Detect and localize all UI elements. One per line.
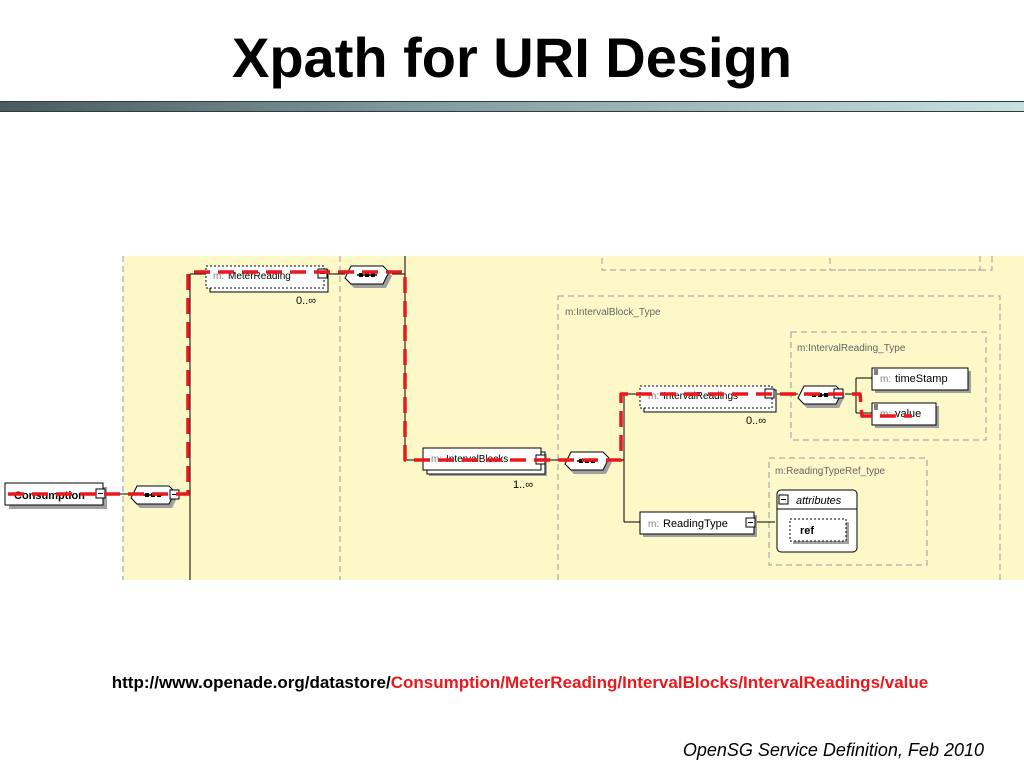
sequence-compositor-1 [130,485,180,508]
attributes-label: attributes [796,495,842,507]
attributes-group[interactable]: attributes ref [776,489,858,553]
interval-blocks-cardinality: 1..∞ [513,479,533,491]
xpath-highlight-path [8,270,912,496]
meter-reading-cardinality: 0..∞ [296,295,316,307]
reading-type-label: ReadingType [663,518,728,530]
reading-type-element[interactable]: m: ReadingType [639,511,757,537]
timestamp-prefix: m: [880,374,891,385]
uri-path: Consumption/MeterReading/IntervalBlocks/… [390,673,929,692]
schema-diagram: Consumption m: MeterReading 0..∞ [4,256,1024,580]
interval-readings-label: IntervalReadings [663,391,738,402]
reading-type-prefix: m: [648,519,659,530]
timestamp-element[interactable]: m: timeStamp [871,367,971,393]
meter-reading-label: MeterReading [228,271,291,282]
value-label: value [895,408,921,420]
sequence-compositor-2 [344,265,392,288]
interval-reading-type-label: m:IntervalReading_Type [797,343,906,354]
title-divider [0,101,1024,112]
interval-block-type-label: m:IntervalBlock_Type [565,307,661,318]
slide-title: Xpath for URI Design [231,26,793,89]
timestamp-label: timeStamp [895,373,948,385]
ref-attribute-label: ref [800,525,814,537]
reading-type-ref-type-box [768,457,928,566]
interval-readings-cardinality: 0..∞ [746,415,766,427]
interval-reading-type-box [790,331,987,441]
consumption-label: Consumption [14,490,85,502]
footer-text: OpenSG Service Definition, Feb 2010 [682,740,984,760]
reading-type-ref-type-label: m:ReadingTypeRef_type [775,466,886,477]
interval-readings-prefix: m: [648,391,659,402]
consumption-element[interactable]: Consumption [4,482,107,509]
sequence-compositor-4 [797,385,845,408]
meter-reading-prefix: m: [213,271,224,282]
uri-base: http://www.openade.org/datastore/ [111,673,391,692]
interval-block-type-box [557,295,1001,580]
sequence-compositor-3 [564,451,612,474]
interval-blocks-prefix: m: [431,454,442,465]
xpath-uri: http://www.openade.org/datastore/Consump… [0,673,1024,693]
